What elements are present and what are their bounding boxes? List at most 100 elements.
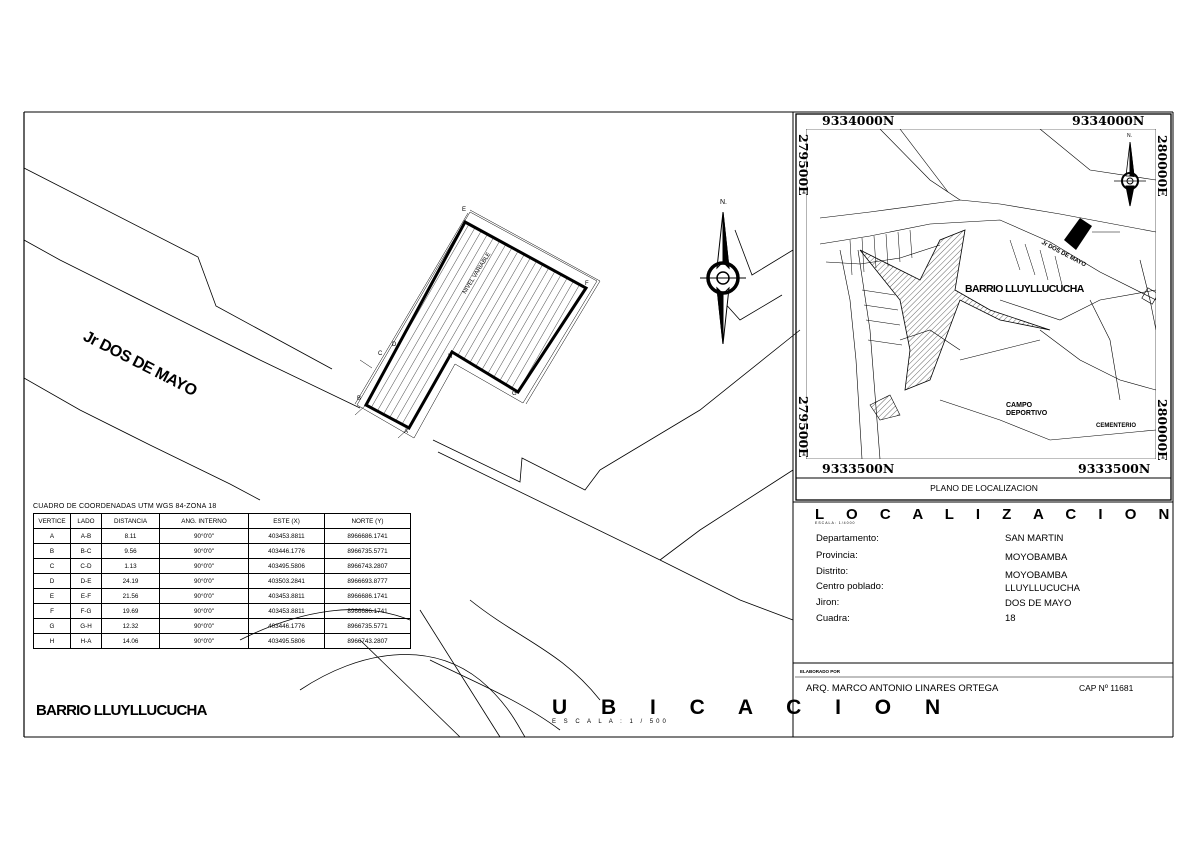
vertex-label: H bbox=[448, 354, 453, 360]
table-cell: 8966686.1741 bbox=[324, 603, 411, 619]
table-cell: 12.32 bbox=[101, 618, 160, 634]
column-header: DISTANCIA bbox=[101, 513, 160, 529]
table-cell: 24.19 bbox=[101, 573, 160, 589]
info-label-jiron: Jiron: bbox=[816, 597, 840, 608]
map-coord-top-right: 9334000N bbox=[1072, 113, 1145, 128]
table-cell: E bbox=[33, 588, 71, 604]
localizacion-scale: ESCALA: 1/4000 bbox=[815, 521, 856, 525]
table-cell: 403453.8811 bbox=[248, 528, 325, 544]
table-cell: 403503.2841 bbox=[248, 573, 325, 589]
map-coord-right-bottom: 280000E bbox=[1155, 399, 1170, 461]
map-north-label: N. bbox=[1127, 133, 1132, 139]
lot-polygon bbox=[356, 211, 598, 439]
map-coord-right-top: 280000E bbox=[1155, 135, 1170, 197]
north-label: N. bbox=[720, 199, 727, 206]
table-cell: C-D bbox=[70, 558, 102, 574]
north-arrow-graphic bbox=[700, 211, 746, 345]
table-cell: C bbox=[33, 558, 71, 574]
info-value-provincia: MOYOBAMBA bbox=[1005, 552, 1068, 563]
vertex-label: D bbox=[392, 342, 397, 348]
table-row: C C-D 1.13 90°0'0" 403495.5806 8966743.2… bbox=[33, 558, 411, 574]
table-cell: G bbox=[33, 618, 71, 634]
elaborado-name: ARQ. MARCO ANTONIO LINARES ORTEGA bbox=[806, 683, 999, 694]
table-cell: B bbox=[33, 543, 71, 559]
table-cell: 1.13 bbox=[101, 558, 160, 574]
table-cell: F-G bbox=[70, 603, 102, 619]
lot-dimension-ticks bbox=[354, 209, 601, 439]
coordinates-table-title: CUADRO DE COORDENADAS UTM WGS 84-ZONA 18 bbox=[33, 503, 217, 510]
table-cell: 90°0'0" bbox=[159, 558, 249, 574]
table-cell: D-E bbox=[70, 573, 102, 589]
map-campo-line: DEPORTIVO bbox=[1006, 410, 1048, 417]
map-coord-bottom-right: 9333500N bbox=[1078, 461, 1151, 476]
table-cell: 90°0'0" bbox=[159, 633, 249, 649]
info-label-distrito: Distrito: bbox=[816, 566, 849, 577]
table-row: H H-A 14.06 90°0'0" 403495.5806 8966743.… bbox=[33, 633, 411, 649]
map-cementerio-label: CEMENTERIO bbox=[1096, 423, 1137, 429]
table-cell: 8966735.5771 bbox=[324, 543, 411, 559]
table-cell: G-H bbox=[70, 618, 102, 634]
localizacion-title: L O C A L I Z A C I O N bbox=[815, 506, 1179, 523]
elaborado-cap: CAP Nº 11681 bbox=[1079, 683, 1134, 693]
info-label-provincia: Provincia: bbox=[816, 550, 858, 561]
table-cell: 90°0'0" bbox=[159, 573, 249, 589]
table-cell: 90°0'0" bbox=[159, 528, 249, 544]
table-cell: 8966743.2807 bbox=[324, 558, 411, 574]
table-cell: 403453.8811 bbox=[248, 603, 325, 619]
table-cell: F bbox=[33, 603, 71, 619]
table-cell: H-A bbox=[70, 633, 102, 649]
vertex-label: A bbox=[404, 429, 409, 435]
table-cell: 8966686.1741 bbox=[324, 528, 411, 544]
table-cell: D bbox=[33, 573, 71, 589]
info-value-cuadra: 18 bbox=[1005, 613, 1016, 624]
location-map-title: PLANO DE LOCALIZACION bbox=[930, 483, 1038, 493]
table-row: B B-C 9.56 90°0'0" 403446.1776 8966735.5… bbox=[33, 543, 411, 559]
map-coord-top-left: 9334000N bbox=[822, 113, 895, 128]
vertex-label: C bbox=[378, 351, 383, 357]
info-value-distrito: MOYOBAMBA bbox=[1005, 570, 1068, 581]
info-value-centro-poblado: LLUYLLUCUCHA bbox=[1005, 583, 1080, 594]
sheet-frame bbox=[23, 111, 1174, 738]
vertex-label: E bbox=[462, 207, 467, 213]
location-map-graphic bbox=[806, 129, 1156, 459]
map-north-arrow bbox=[1114, 141, 1146, 207]
table-cell: 90°0'0" bbox=[159, 588, 249, 604]
info-value-departamento: SAN MARTIN bbox=[1005, 533, 1064, 544]
table-cell: 8966735.5771 bbox=[324, 618, 411, 634]
table-row: D D-E 24.19 90°0'0" 403503.2841 8966693.… bbox=[33, 573, 411, 589]
table-cell: 8966686.1741 bbox=[324, 588, 411, 604]
site-plan-lines bbox=[23, 167, 801, 738]
table-cell: B-C bbox=[70, 543, 102, 559]
table-cell: 8966693.8777 bbox=[324, 573, 411, 589]
column-header: ESTE (X) bbox=[248, 513, 325, 529]
info-label-cuadra: Cuadra: bbox=[816, 613, 850, 624]
table-cell: 21.56 bbox=[101, 588, 160, 604]
table-row: G G-H 12.32 90°0'0" 403446.1776 8966735.… bbox=[33, 618, 411, 634]
table-cell: 19.69 bbox=[101, 603, 160, 619]
table-cell: A bbox=[33, 528, 71, 544]
table-cell: 90°0'0" bbox=[159, 603, 249, 619]
column-header: ANG. INTERNO bbox=[159, 513, 249, 529]
table-row: F F-G 19.69 90°0'0" 403453.8811 8966686.… bbox=[33, 603, 411, 619]
table-cell: 403446.1776 bbox=[248, 543, 325, 559]
table-cell: 14.06 bbox=[101, 633, 160, 649]
info-label-centro-poblado: Centro poblado: bbox=[816, 581, 884, 592]
ubicacion-title: U B I C A C I O N bbox=[552, 696, 955, 719]
table-cell: 8966743.2807 bbox=[324, 633, 411, 649]
table-cell: 403495.5806 bbox=[248, 633, 325, 649]
info-label-departamento: Departamento: bbox=[816, 533, 879, 544]
vertex-label: G bbox=[512, 391, 517, 397]
table-row: E E-F 21.56 90°0'0" 403453.8811 8966686.… bbox=[33, 588, 411, 604]
table-cell: A-B bbox=[70, 528, 102, 544]
column-header: VERTICE bbox=[33, 513, 71, 529]
table-cell: 403453.8811 bbox=[248, 588, 325, 604]
map-campo-label: CAMPO DEPORTIVO bbox=[1006, 402, 1047, 418]
vertex-label: B bbox=[357, 396, 362, 402]
ubicacion-scale: E S C A L A : 1 / 500 bbox=[552, 719, 669, 725]
table-cell: 90°0'0" bbox=[159, 543, 249, 559]
table-cell: H bbox=[33, 633, 71, 649]
elaborado-label: ELABORADO POR bbox=[800, 669, 841, 674]
info-value-jiron: DOS DE MAYO bbox=[1005, 598, 1072, 609]
table-header-row: VERTICE LADO DISTANCIA ANG. INTERNO ESTE… bbox=[33, 513, 411, 529]
map-coord-left-top: 279500E bbox=[796, 134, 811, 196]
